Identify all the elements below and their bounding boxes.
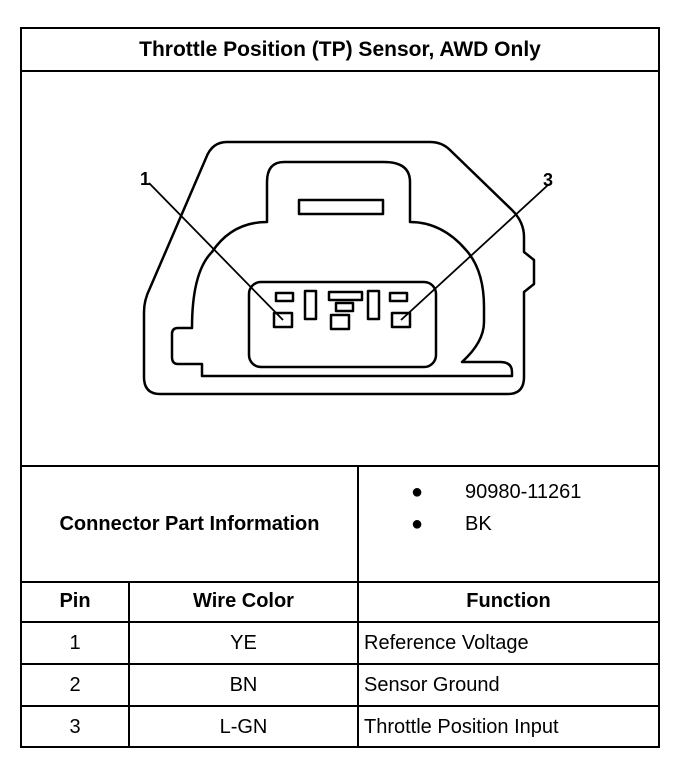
callout-pin-1: 1 (140, 169, 150, 189)
connector-inner-housing (170, 160, 514, 378)
connector-diagram: 1 3 (22, 72, 658, 467)
terminal-key-right (366, 289, 381, 321)
terminal-cavity-2 (329, 313, 351, 331)
wire-color: BN (129, 664, 359, 707)
terminal-cavity-3 (390, 311, 412, 329)
callout-line-pin-3 (400, 184, 549, 321)
pin-number: 2 (22, 664, 130, 707)
table-row: 2 BN Sensor Ground (22, 664, 658, 707)
terminal-cavity-1 (272, 311, 294, 329)
bullet-icon: ● (411, 512, 424, 535)
wire-color: YE (129, 622, 359, 665)
connector-part-number: ● 90980-11261 (359, 477, 658, 507)
terminal-cavity-2-upper (327, 290, 364, 302)
pin-function: Sensor Ground (358, 664, 658, 707)
callout-pin-3: 3 (543, 170, 553, 190)
connector-color: ● BK (359, 509, 658, 539)
terminal-cavity-block (247, 280, 438, 369)
pin-table: Pin Wire Color Function 1 YE Reference V… (22, 581, 658, 747)
latch-slot (297, 198, 385, 216)
header-wire-color: Wire Color (129, 581, 359, 623)
pin-function: Reference Voltage (358, 622, 658, 665)
pin-function: Throttle Position Input (364, 715, 559, 738)
pin-table-header: Pin Wire Color Function (22, 581, 658, 623)
wire-color: L-GN (129, 706, 359, 747)
sheet-title: Throttle Position (TP) Sensor, AWD Only (22, 29, 658, 72)
connector-color-text: BK (465, 512, 492, 535)
header-pin: Pin (22, 581, 130, 623)
terminal-cavity-3-upper (388, 291, 409, 303)
header-function: Function (358, 581, 658, 623)
terminal-cavity-1-upper (274, 291, 295, 303)
connector-outer-housing (142, 140, 536, 396)
pin-number: 1 (22, 622, 130, 665)
connector-sheet: Throttle Position (TP) Sensor, AWD Only (20, 27, 660, 748)
terminal-key-left (303, 289, 318, 321)
callout-line-pin-1 (148, 182, 284, 321)
part-number-text: 90980-11261 (465, 480, 582, 503)
connector-drawing: 1 3 (140, 140, 553, 396)
pin-number: 3 (22, 706, 130, 747)
bullet-icon: ● (411, 480, 424, 503)
terminal-cavity-2-mid (334, 301, 355, 313)
table-row: 3 L-GN Throttle Position Input (22, 706, 658, 747)
connector-part-info-list: ● 90980-11261 ● BK (359, 467, 658, 581)
connector-part-info: Connector Part Information ● 90980-11261… (22, 467, 658, 583)
connector-part-info-label: Connector Part Information (22, 467, 359, 581)
table-row: 1 YE Reference Voltage (22, 622, 658, 665)
